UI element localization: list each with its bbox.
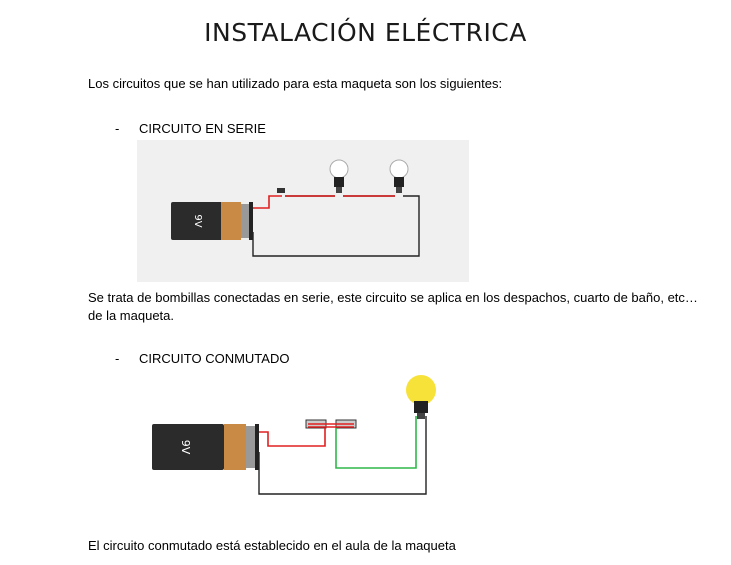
green-wire — [335, 416, 417, 469]
battery-label: 9V — [192, 214, 203, 227]
series-description: Se trata de bombillas conectadas en seri… — [88, 290, 698, 323]
bulb-icon — [389, 159, 409, 193]
heading-label: CIRCUITO EN SERIE — [139, 121, 266, 136]
battery-icon: 9V — [152, 424, 259, 470]
switched-description: El circuito conmutado está establecido e… — [88, 538, 456, 553]
section-heading-conmutado: - CIRCUITO CONMUTADO — [115, 351, 289, 366]
bulb-icon — [329, 159, 349, 193]
section-heading-serie: - CIRCUITO EN SERIE — [115, 121, 266, 136]
battery-label: 9V — [179, 440, 192, 455]
series-circuit-diagram: 9V — [137, 140, 469, 282]
red-wire — [253, 195, 282, 209]
intro-text: Los circuitos que se han utilizado para … — [88, 76, 503, 91]
bullet-dash: - — [115, 121, 120, 136]
red-wire — [259, 428, 326, 447]
battery-icon: 9V — [171, 202, 253, 240]
heading-label: CIRCUITO CONMUTADO — [139, 351, 290, 366]
switch-icon — [277, 188, 285, 193]
bulb-icon — [406, 375, 436, 419]
switched-circuit-diagram: 9V — [140, 372, 450, 500]
page-title: INSTALACIÓN ELÉCTRICA — [204, 18, 527, 47]
bullet-dash: - — [115, 351, 120, 366]
black-wire — [258, 416, 427, 495]
